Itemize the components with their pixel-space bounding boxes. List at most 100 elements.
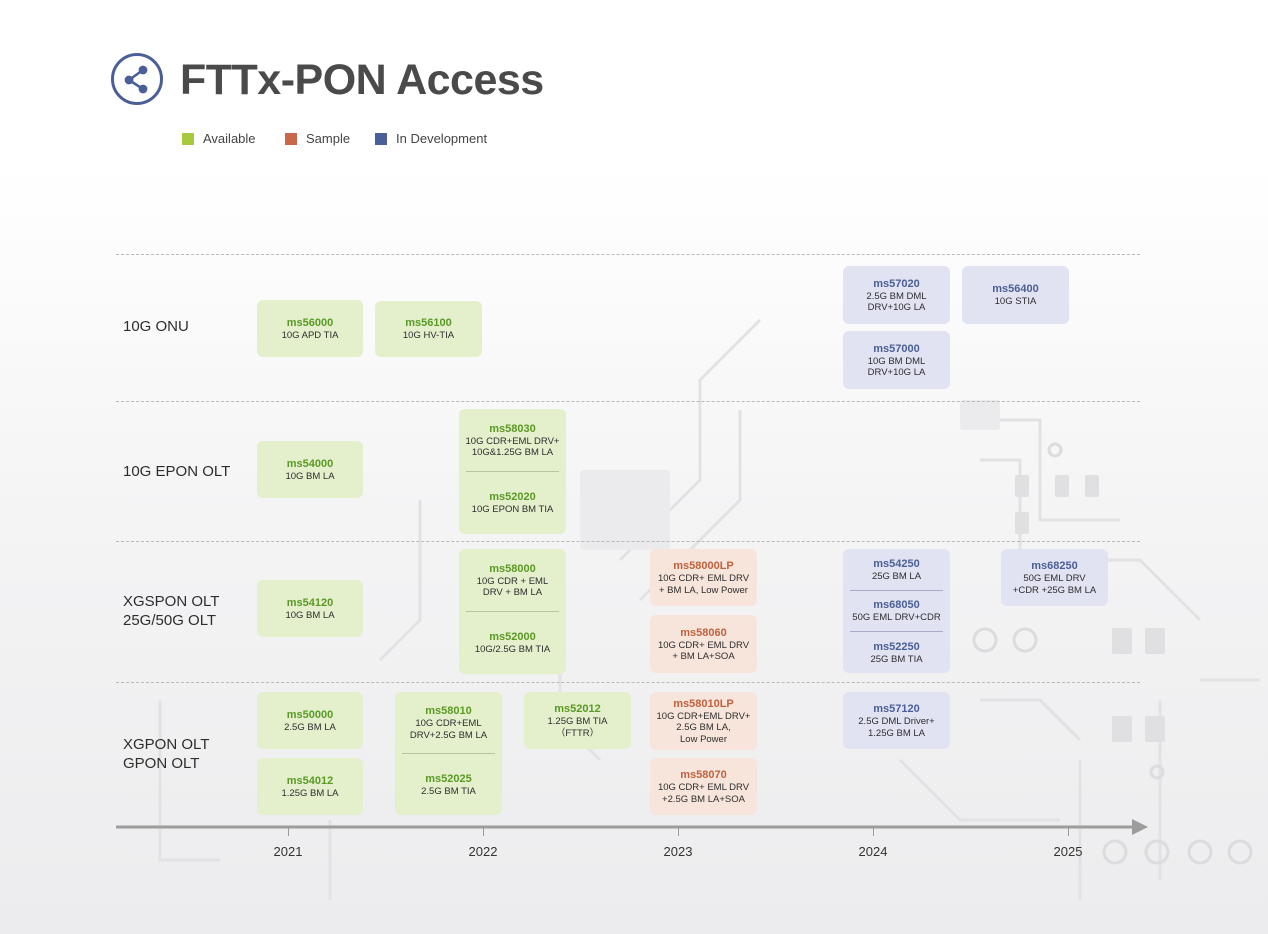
part-description: 10G STIA <box>994 296 1037 308</box>
part-number: ms57020 <box>873 277 920 290</box>
part-number: ms54120 <box>286 596 334 609</box>
legend-swatch-sample <box>285 132 297 145</box>
card-divider <box>850 589 943 591</box>
part-number: ms56400 <box>992 283 1039 296</box>
timeline-tick <box>288 827 289 836</box>
legend-in-development: In Development <box>375 131 487 146</box>
part-description: DRV+10G LA <box>867 302 926 313</box>
product-card-ms52000[interactable]: ms52000 10G/2.5G BM TIA <box>459 612 566 674</box>
product-card-ms57000[interactable]: ms57000 10G BM DML DRV+10G LA <box>843 331 950 389</box>
part-description: 10G CDR+EML DRV+ <box>465 435 560 447</box>
row-label-line: 25G/50G OLT <box>123 612 217 629</box>
part-description: 10G EPON BM TIA <box>471 504 554 516</box>
part-description: 2.5G BM LA, <box>676 722 731 734</box>
year-label-2023: 2023 <box>663 844 693 859</box>
product-card-ms58030[interactable]: ms58030 10G CDR+EML DRV+ 10G&1.25G BM LA <box>459 409 566 471</box>
part-description: 10G&1.25G BM LA <box>471 447 554 458</box>
row-label-line: XGSPON OLT <box>123 593 220 610</box>
part-number: ms57000 <box>873 342 920 355</box>
product-card-ms58010lp[interactable]: ms58010LP 10G CDR+EML DRV+ 2.5G BM LA, L… <box>650 692 757 750</box>
part-number: ms56000 <box>286 316 334 329</box>
part-number: ms58070 <box>680 769 727 781</box>
part-description: Low Power <box>680 733 727 745</box>
product-card-ms50000[interactable]: ms50000 2.5G BM LA <box>257 692 363 749</box>
product-card-ms54000[interactable]: ms54000 10G BM LA <box>257 441 363 498</box>
product-card-ms52025[interactable]: ms52025 2.5G BM TIA <box>395 754 502 815</box>
row-label-line: XGPON OLT <box>123 736 210 753</box>
legend-label-sample: Sample <box>306 131 351 146</box>
part-description: DRV+2.5G BM LA <box>409 729 488 741</box>
part-description: （FTTR） <box>555 727 600 739</box>
legend-swatch-available <box>182 132 194 145</box>
timeline-tick <box>873 827 874 836</box>
part-description: 10G BM LA <box>285 470 335 482</box>
card-divider <box>466 471 559 472</box>
product-card-ms54012[interactable]: ms54012 1.25G BM LA <box>257 758 363 815</box>
part-number: ms68250 <box>1031 560 1078 572</box>
year-label-2025: 2025 <box>1053 844 1083 859</box>
part-description: DRV+10G LA <box>867 367 926 378</box>
product-card-ms52020[interactable]: ms52020 10G EPON BM TIA <box>459 472 566 534</box>
product-card-ms52012[interactable]: ms52012 1.25G BM TIA （FTTR） <box>524 692 631 749</box>
product-card-ms58010[interactable]: ms58010 10G CDR+EML DRV+2.5G BM LA <box>395 692 502 753</box>
part-number: ms52020 <box>489 491 536 504</box>
product-card-ms58000lp[interactable]: ms58000LP 10G CDR+ EML DRV + BM LA, Low … <box>650 549 757 606</box>
product-card-ms52250[interactable]: ms52250 25G BM TIA <box>843 632 950 673</box>
timeline-arrow <box>116 819 1148 835</box>
product-card-ms68050[interactable]: ms68050 50G EML DRV+CDR <box>843 591 950 632</box>
part-description: 10G CDR+EML DRV+ <box>656 710 751 722</box>
part-description: +2.5G BM LA+SOA <box>662 793 745 805</box>
part-description: 2.5G DML Driver+ <box>858 716 935 727</box>
part-description: 10G BM DML <box>867 355 926 367</box>
product-card-ms56000[interactable]: ms56000 10G APD TIA <box>257 300 363 357</box>
part-description: 2.5G BM DML <box>866 290 927 302</box>
row-label-xgspon-olt: XGSPON OLT 25G/50G OLT <box>123 592 219 630</box>
part-description: 10G BM LA <box>285 609 335 621</box>
product-card-ms56100[interactable]: ms56100 10G HV-TIA <box>375 301 482 357</box>
legend-sample: Sample <box>285 131 350 146</box>
part-description: 1.25G BM LA <box>281 787 339 799</box>
product-card-ms54250[interactable]: ms54250 25G BM LA <box>843 549 950 590</box>
part-number: ms52000 <box>489 631 536 644</box>
product-card-ms56400[interactable]: ms56400 10G STIA <box>962 266 1069 324</box>
part-number: ms52012 <box>554 703 601 715</box>
part-number: ms52025 <box>425 772 472 785</box>
product-card-ms68250[interactable]: ms68250 50G EML DRV +CDR +25G BM LA <box>1001 549 1108 606</box>
part-number: ms58060 <box>680 626 727 639</box>
page-title: FTTx-PON Access <box>180 56 544 104</box>
product-card-ms57020[interactable]: ms57020 2.5G BM DML DRV+10G LA <box>843 266 950 324</box>
row-label-xgpon-olt: XGPON OLT GPON OLT <box>123 735 209 773</box>
row-label-10g-epon-olt: 10G EPON OLT <box>123 463 231 480</box>
part-description: 50G EML DRV <box>1023 573 1086 584</box>
share-icon <box>111 53 163 105</box>
legend-available: Available <box>182 131 256 146</box>
part-description: 10G APD TIA <box>281 329 339 341</box>
part-number: ms54250 <box>873 557 920 570</box>
timeline-tick <box>1068 827 1069 836</box>
part-description: 10G CDR + EML <box>476 575 549 587</box>
part-description: DRV + BM LA <box>482 587 543 598</box>
legend-label-available: Available <box>203 131 256 146</box>
part-number: ms54012 <box>286 774 334 787</box>
part-number: ms56100 <box>405 317 452 330</box>
part-description: 10G HV-TIA <box>402 330 455 342</box>
product-card-ms57120[interactable]: ms57120 2.5G DML Driver+ 1.25G BM LA <box>843 692 950 749</box>
legend-swatch-in-development <box>375 132 387 145</box>
part-number: ms57120 <box>873 703 920 715</box>
part-number: ms58010LP <box>673 697 734 710</box>
product-card-ms54120[interactable]: ms54120 10G BM LA <box>257 580 363 637</box>
product-card-ms58000[interactable]: ms58000 10G CDR + EML DRV + BM LA <box>459 549 566 611</box>
product-card-group-ms58000-ms52000: ms58000 10G CDR + EML DRV + BM LA ms5200… <box>459 549 566 674</box>
product-card-ms58060[interactable]: ms58060 10G CDR+ EML DRV + BM LA+SOA <box>650 615 757 673</box>
row-separator <box>116 254 1140 255</box>
part-description: 2.5G BM LA <box>284 721 336 733</box>
part-description: 50G EML DRV+CDR <box>852 612 941 624</box>
part-description: 1.25G BM TIA <box>547 716 608 727</box>
card-divider <box>402 753 495 754</box>
product-card-ms58070[interactable]: ms58070 10G CDR+ EML DRV +2.5G BM LA+SOA <box>650 758 757 815</box>
part-description: + BM LA, Low Power <box>659 584 748 596</box>
product-card-group-ms58010-ms52025: ms58010 10G CDR+EML DRV+2.5G BM LA ms520… <box>395 692 502 815</box>
timeline-tick <box>678 827 679 836</box>
part-description: 10G CDR+ EML DRV <box>657 573 750 584</box>
part-number: ms58000LP <box>673 560 734 572</box>
